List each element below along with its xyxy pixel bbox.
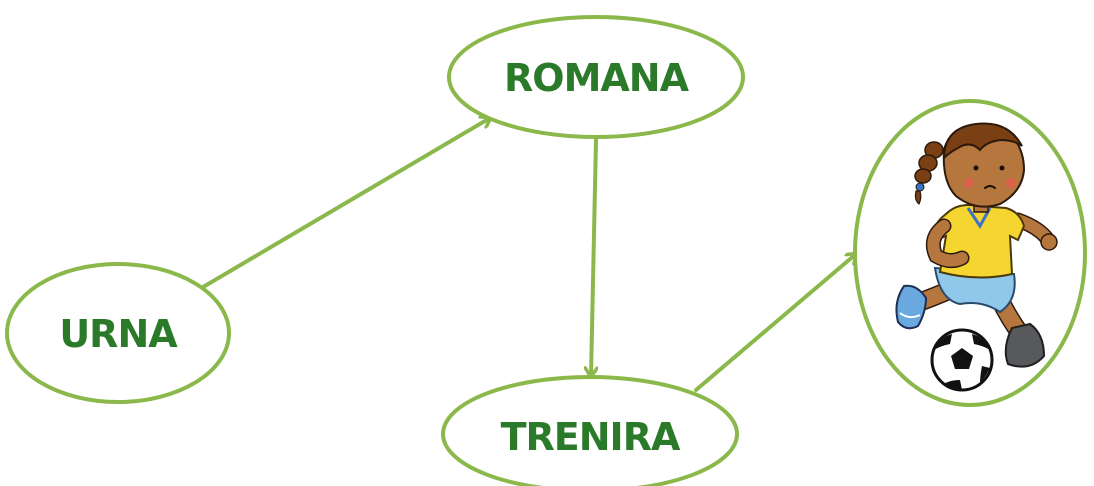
node-trenira-outline [441,375,739,486]
node-romana: ROMANA [447,15,745,139]
node-urna: URNA [5,262,231,404]
node-trenira: TRENIRA [441,375,739,486]
edge-urna-to-romana [196,118,490,292]
node-trenira-label: TRENIRA [501,415,681,459]
girl-playing-football-icon [895,122,1058,392]
node-urna-outline [5,262,231,404]
node-romana-outline [447,15,745,139]
edge-trenira-to-picture [694,254,856,392]
node-romana-label: ROMANA [504,56,690,100]
soccer-ball-icon [930,328,994,392]
node-urna-label: URNA [59,312,178,356]
edges [196,118,856,392]
node-picture [853,99,1087,407]
edge-romana-to-trenira [591,138,596,376]
